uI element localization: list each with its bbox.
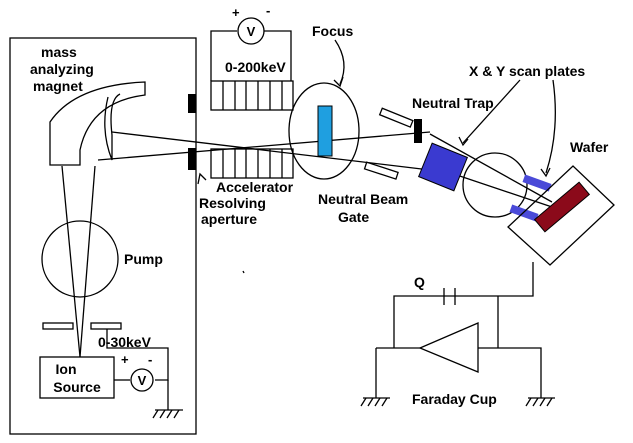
faraday-cup-circuit [375,262,542,398]
neutral-gate-plate-upper [378,107,414,128]
resolving-label-line1: Resolving [199,195,266,211]
accelerator-minus-sign: - [266,3,270,18]
neutral-trap-label: Neutral Trap [412,95,494,111]
neutral-gate-plate-lower [363,161,399,180]
accelerator-voltmeter-symbol: V [247,24,256,39]
resolving-aperture-bottom [188,148,196,170]
magnet-label-line2: analyzing [30,61,94,77]
neutral-gate-label-line2: Gate [338,209,369,225]
accelerator-supply-circuit [210,30,292,81]
wafer [533,181,591,233]
neutral-trap-stop [414,119,422,143]
stray-mark [242,270,245,274]
ground-icon [152,409,183,419]
extraction-electrode-left [42,322,74,330]
neutral-gate-label-line1: Neutral Beam [318,191,408,207]
neutral-trap [417,142,469,192]
magnet-label-line1: mass [41,44,77,60]
resolving-label-line2: aperture [201,211,257,227]
accelerator-voltage-label: 0-200keV [225,59,286,75]
extraction-voltmeter [130,368,154,392]
scan-plate-y [509,204,539,222]
ground-icon [525,397,555,407]
ground-icon [360,397,390,407]
mass-analyzing-magnet [49,81,146,166]
focus-lens [317,105,333,157]
focus-label: Focus [312,23,353,39]
ion-source [39,356,115,399]
charge-label: Q [414,274,425,290]
extraction-plus-sign: + [121,352,129,367]
extraction-minus-sign: - [148,352,152,367]
magnet-label-line3: magnet [33,78,83,94]
pump-label: Pump [124,251,163,267]
extraction-voltage-label: 0-30keV [98,334,152,350]
source-enclosure [9,37,197,435]
ion-source-label-line2: Source [53,379,101,395]
faraday-cup-label: Faraday Cup [412,391,497,407]
accelerator-voltmeter [237,17,265,45]
resolving-aperture-top [188,94,196,113]
accelerator-column-lower [210,148,294,179]
accelerator-label: Accelerator [216,179,294,195]
scan-plate-x [522,174,552,192]
pump [41,220,119,298]
extraction-supply-circuit [106,329,169,410]
extraction-electrode-right [90,322,122,330]
ion-source-label-line1: Ion [56,361,77,377]
accelerator-plus-sign: + [232,5,240,20]
wafer-label: Wafer [570,139,609,155]
scan-plates-label: X & Y scan plates [469,63,585,79]
focus-lens-ring [288,82,360,180]
ion-beam [61,131,556,358]
accelerator-column-upper [210,80,294,111]
wafer-holder [507,165,615,266]
scan-chamber [462,152,528,218]
extraction-voltmeter-symbol: V [138,373,147,388]
